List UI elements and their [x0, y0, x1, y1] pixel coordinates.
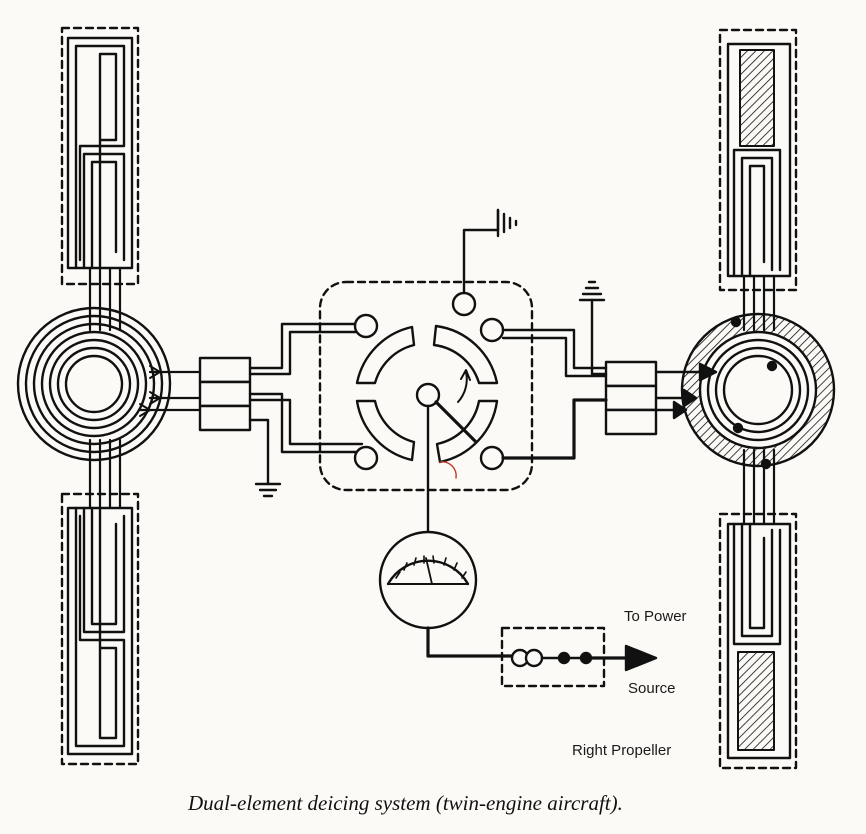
- timer-terminal-lower-right: [479, 445, 505, 471]
- ammeter-needle: [425, 557, 433, 585]
- timer-segment-lower-left: [355, 399, 416, 462]
- right-lower-blade: [718, 448, 798, 770]
- ammeter-output-wire: [426, 626, 514, 658]
- right-brush-block: [604, 360, 658, 436]
- right-lower-blade-heated-zone: [737, 651, 775, 751]
- power-arrow: [624, 644, 658, 672]
- left-slip-ring-hub: [16, 306, 172, 462]
- right-upper-blade: [718, 28, 798, 332]
- timer-ground-symbol: [496, 208, 518, 238]
- timer-rotation-arrow: [457, 369, 471, 403]
- timer-unit: [318, 208, 534, 492]
- timer-terminal-upper-right: [479, 317, 505, 343]
- left-upper-blade-outline: [60, 26, 140, 286]
- timer-terminal-top: [451, 291, 477, 317]
- timer-housing: [318, 280, 534, 492]
- right-hub-contact-dot: [760, 458, 772, 470]
- right-upper-blade-heated-zone: [739, 49, 775, 147]
- left-upper-blade: [60, 26, 140, 332]
- right-ground-symbol: [578, 280, 608, 376]
- timer-terminal-lower-left: [353, 445, 379, 471]
- ammeter-scale-ticks: [395, 555, 467, 579]
- timer-segment-upper-right: [432, 324, 499, 385]
- ammeter-dial-arc: [386, 559, 470, 586]
- right-upper-blade-outline: [718, 28, 798, 292]
- right-hub-contact-dot: [766, 360, 778, 372]
- timer-ground-lead: [462, 208, 500, 295]
- ammeter-body: [378, 530, 478, 630]
- timer-rotor-arm: [434, 400, 478, 444]
- ammeter: [378, 404, 514, 658]
- right-upper-wires: [501, 328, 608, 378]
- circuit-breaker: [500, 626, 658, 688]
- left-propeller: [16, 26, 202, 766]
- figure-caption: Dual-element deicing system (twin-engine…: [187, 791, 623, 815]
- right-lower-wire: [501, 398, 608, 460]
- left-lower-wires: [248, 392, 364, 454]
- right-propeller: [654, 28, 836, 770]
- timer-terminal-upper-left: [353, 313, 379, 339]
- timer-segment-upper-left: [355, 325, 416, 385]
- left-brush-block: [198, 356, 252, 432]
- right-slip-ring-hub: [680, 312, 836, 470]
- right-propeller-label: Right Propeller: [572, 742, 671, 759]
- timer-red-mark: [439, 461, 457, 479]
- source-label: Source: [628, 680, 676, 697]
- left-lower-blade: [60, 438, 140, 766]
- right-upper-blade-element: [726, 42, 792, 278]
- to-power-label: To Power: [624, 608, 687, 625]
- right-hub-contact-dot: [730, 316, 742, 328]
- left-ground-symbol: [248, 418, 282, 498]
- right-lower-blade-outline: [718, 512, 798, 770]
- right-lower-blade-element: [726, 522, 792, 760]
- left-upper-wires: [248, 322, 364, 376]
- right-hub-contact-dot: [732, 422, 744, 434]
